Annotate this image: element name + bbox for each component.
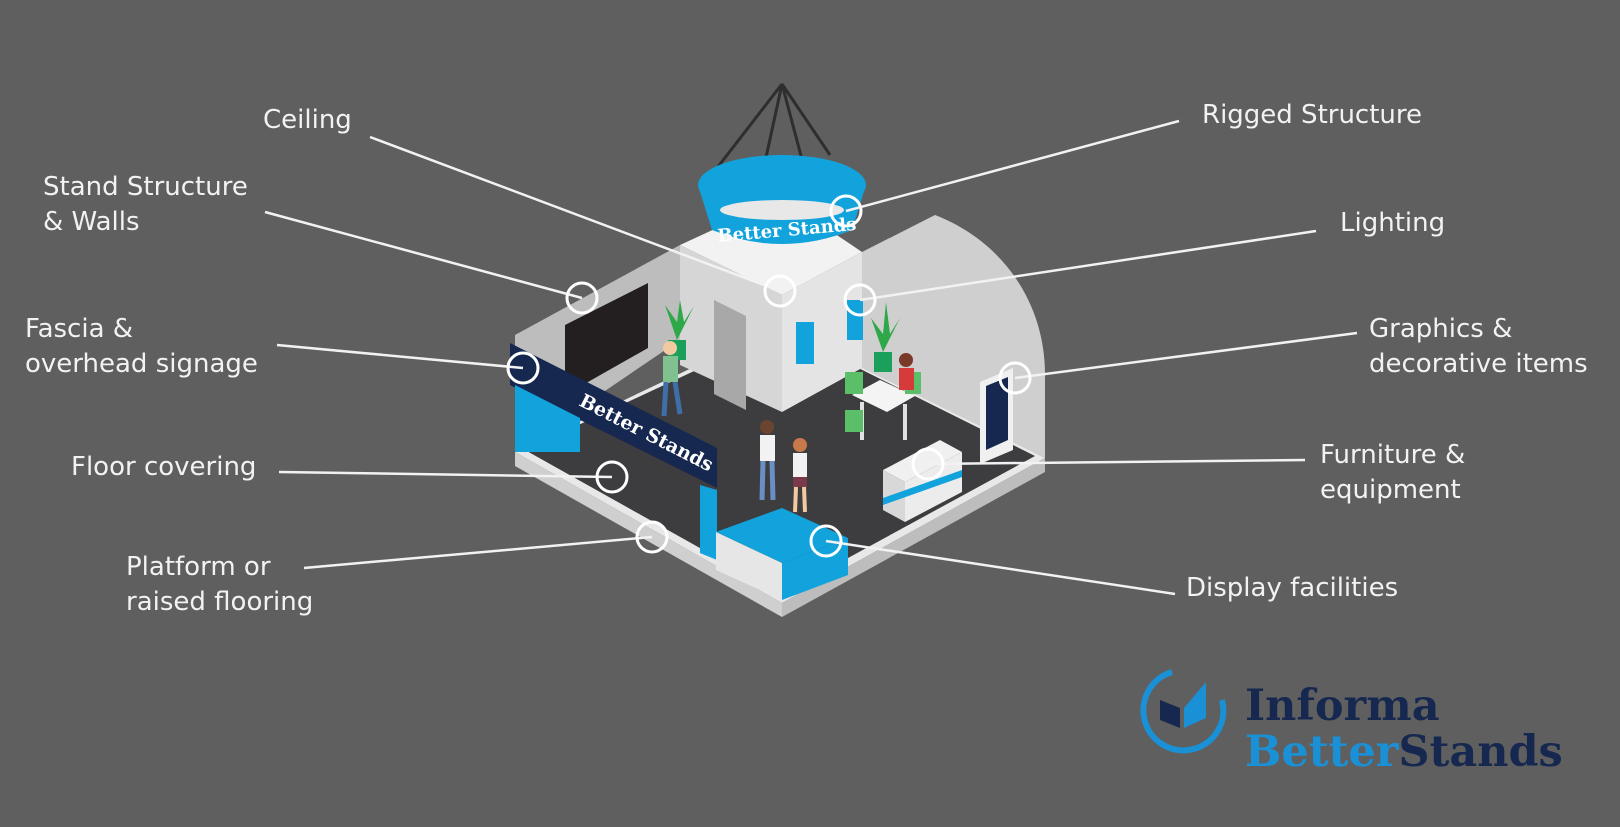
chair xyxy=(845,372,863,394)
platform-side-left xyxy=(515,452,782,617)
checkmark-circle-icon xyxy=(1140,669,1227,754)
callout-lighting[interactable] xyxy=(843,283,877,317)
rigging-cable xyxy=(780,83,832,156)
leader-ceiling xyxy=(369,135,781,293)
leader-fascia xyxy=(276,343,524,370)
callout-floor-covering[interactable] xyxy=(595,460,629,494)
logo-line-1: Informa xyxy=(1245,681,1440,731)
callout-furniture[interactable] xyxy=(911,447,945,481)
person xyxy=(899,353,914,390)
person xyxy=(759,420,776,501)
digital-kiosk-screen xyxy=(986,377,1008,450)
reception-desk-stripe xyxy=(883,470,962,505)
label-graphics: Graphics & decorative items xyxy=(1369,314,1588,379)
chair xyxy=(845,410,863,432)
door xyxy=(714,300,746,410)
leader-platform xyxy=(303,535,653,570)
label-lighting: Lighting xyxy=(1340,208,1446,238)
leader-furniture xyxy=(927,458,1306,466)
plant-leaves xyxy=(665,300,694,340)
logo-better: Better xyxy=(1245,727,1399,777)
platform-side-right xyxy=(782,458,1045,617)
callout-display[interactable] xyxy=(809,524,843,558)
callout-stand-structure[interactable] xyxy=(565,281,599,315)
callout-fascia[interactable] xyxy=(506,351,540,385)
person xyxy=(793,438,807,513)
rigged-banner-inner xyxy=(720,200,844,220)
leader-display xyxy=(825,539,1176,596)
display-counter-left xyxy=(716,532,782,600)
label-furniture: Furniture & equipment xyxy=(1320,440,1466,505)
logo-stands: Stands xyxy=(1398,727,1563,777)
label-display: Display facilities xyxy=(1186,573,1399,603)
label-platform: Platform or raised flooring xyxy=(126,552,314,617)
label-fascia: Fascia & overhead signage xyxy=(25,314,258,379)
table-top xyxy=(852,380,915,412)
leader-graphics xyxy=(1014,331,1358,380)
fascia-sign-front xyxy=(510,343,717,488)
central-block-right xyxy=(782,252,862,412)
person xyxy=(661,341,683,417)
callout-ceiling[interactable] xyxy=(763,274,797,308)
fascia-blue-panel-2 xyxy=(700,485,717,560)
callout-graphics[interactable] xyxy=(998,361,1032,395)
label-ceiling: Ceiling xyxy=(263,105,352,135)
reception-desk-top xyxy=(883,440,962,482)
lighting-panel-right xyxy=(847,300,863,340)
leader-floor-covering xyxy=(278,470,613,479)
fascia-blue-panel xyxy=(515,385,580,452)
callout-rigged-structure[interactable] xyxy=(829,194,863,228)
leader-rigged-structure xyxy=(845,119,1180,213)
logo-line-2: BetterStands xyxy=(1245,729,1563,775)
wall-screen xyxy=(565,283,648,395)
lighting-panel-left xyxy=(796,322,814,364)
label-rigged-structure: Rigged Structure xyxy=(1202,100,1423,130)
leader-lighting xyxy=(859,229,1317,302)
plant-pot xyxy=(874,352,892,372)
label-stand-structure: Stand Structure & Walls xyxy=(43,172,248,237)
informa-better-stands-logo: Informa BetterStands xyxy=(1245,683,1563,775)
leader-stand-structure xyxy=(264,210,583,300)
plant-leaves xyxy=(871,302,900,352)
callout-platform[interactable] xyxy=(635,520,669,554)
label-floor-covering: Floor covering xyxy=(71,452,257,482)
